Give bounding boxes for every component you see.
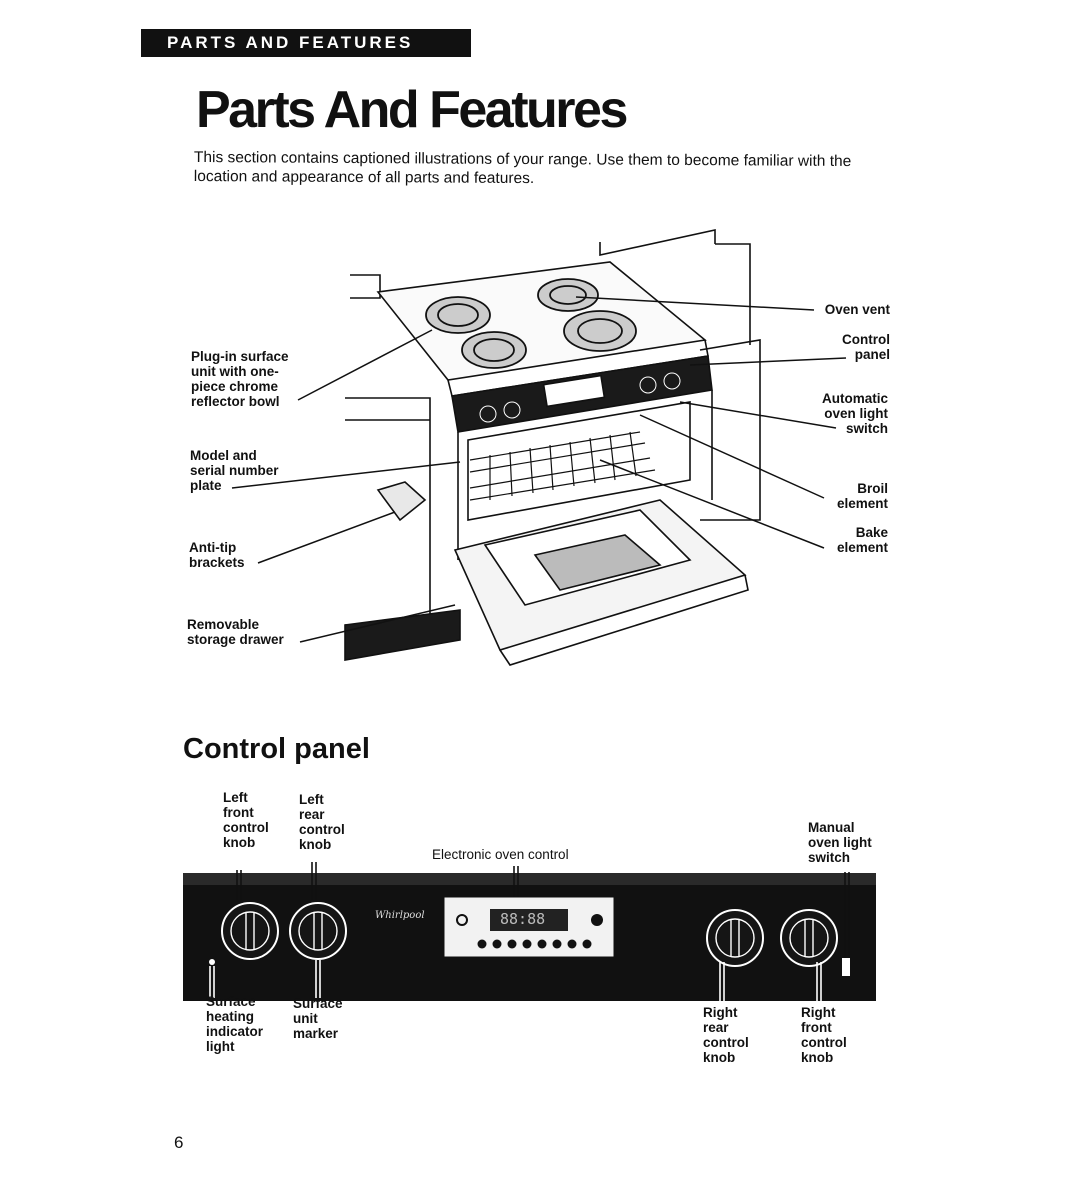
label-manual-oven-light: Manual oven light switch	[808, 820, 872, 865]
surface-heating-indicator	[209, 959, 215, 965]
right-front-knob	[780, 909, 838, 967]
label-oven-vent: Oven vent	[824, 302, 890, 317]
label-right-front-knob: Right front control knob	[801, 1005, 847, 1065]
storage-drawer	[344, 609, 461, 661]
brand-logo: Whirlpool	[375, 910, 425, 921]
label-right-rear-knob: Right rear control knob	[703, 1005, 749, 1065]
label-electronic-oven-control: Electronic oven control	[432, 847, 569, 862]
display-digits: 88:88	[500, 910, 546, 928]
label-surface-unit-marker: Surface unit marker	[293, 996, 343, 1041]
burner-right-rear	[537, 278, 599, 312]
page-title: Parts And Features	[196, 81, 628, 139]
left-front-knob	[221, 902, 279, 960]
label-broil-element: Broil element	[836, 481, 888, 511]
anti-tip-bracket	[376, 481, 427, 522]
label-surface-heating-indicator: Surface heating indicator light	[206, 994, 264, 1054]
page-number: 6	[174, 1133, 184, 1152]
manual-light-switch	[842, 958, 850, 976]
label-plug-in-surface-unit: Plug-in surface unit with one- piece chr…	[191, 349, 289, 409]
burner-right-front	[563, 310, 637, 352]
label-control-panel: Control panel	[842, 332, 890, 362]
label-left-rear-knob: Left rear control knob	[299, 792, 345, 852]
burner-left-rear	[425, 296, 491, 334]
oven-display	[490, 909, 568, 931]
section-banner: PARTS AND FEATURES	[141, 29, 471, 57]
label-model-serial-plate: Model and serial number plate	[190, 448, 279, 493]
label-anti-tip-brackets: Anti-tip brackets	[189, 540, 245, 570]
burner-left-front	[461, 331, 527, 369]
label-storage-drawer: Removable storage drawer	[187, 617, 284, 647]
range-display	[542, 374, 606, 408]
label-automatic-oven-light: Automatic oven light switch	[821, 391, 888, 436]
right-rear-knob	[706, 909, 764, 967]
label-bake-element: Bake element	[836, 525, 888, 555]
section-heading-control-panel: Control panel	[183, 733, 370, 765]
left-rear-knob	[289, 902, 347, 960]
label-left-front-knob: Left front control knob	[223, 790, 269, 850]
